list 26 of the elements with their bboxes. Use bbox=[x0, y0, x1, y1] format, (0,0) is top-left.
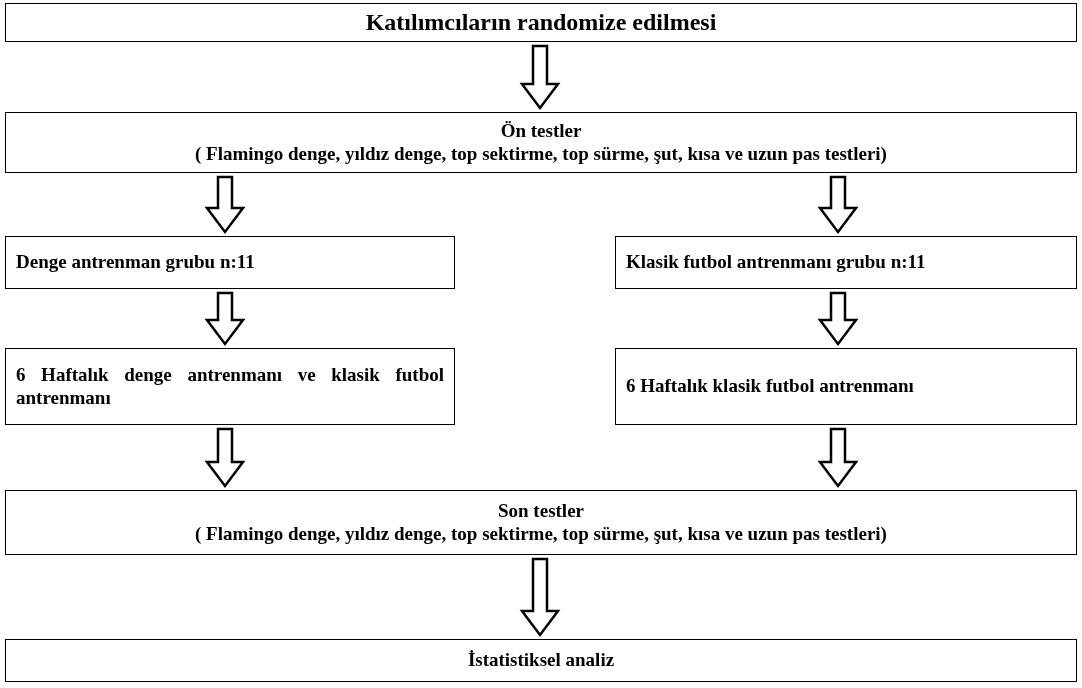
block-arrow bbox=[519, 44, 561, 111]
block-arrow bbox=[519, 557, 561, 638]
process-box bbox=[615, 348, 1077, 425]
block-arrow bbox=[817, 291, 859, 347]
box-text: ( Flamingo denge, yıldız denge, top sektirme, top sürme, şut, kısa ve uzun pas testleri) bbox=[195, 522, 887, 546]
box-text: Klasik futbol antrenmanı grubu n:11 bbox=[626, 251, 926, 274]
box-heading: Ön testler bbox=[500, 119, 582, 143]
block-arrow bbox=[204, 427, 246, 489]
block-arrow bbox=[817, 427, 859, 489]
process-box bbox=[5, 348, 455, 425]
box-text: ( Flamingo denge, yıldız denge, top sektirme, top sürme, şut, kısa ve uzun pas testleri) bbox=[195, 142, 887, 166]
process-box bbox=[615, 236, 1077, 289]
box-heading: Son testler bbox=[498, 499, 584, 523]
box-text: 6 Haftalık klasik futbol antrenmanı bbox=[626, 375, 914, 398]
box-text: İstatistiksel analiz bbox=[467, 649, 615, 672]
process-box bbox=[5, 3, 1077, 42]
process-box bbox=[5, 490, 1077, 555]
block-arrow bbox=[204, 291, 246, 347]
process-box bbox=[5, 236, 455, 289]
process-box bbox=[5, 639, 1077, 682]
block-arrow bbox=[817, 175, 859, 235]
box-text: Katılımcıların randomize edilmesi bbox=[365, 8, 717, 37]
block-arrow bbox=[204, 175, 246, 235]
box-text: 6 Haftalık denge antrenmanı ve klasik futbol antrenmanı bbox=[16, 363, 444, 410]
box-text: Denge antrenman grubu n:11 bbox=[16, 251, 255, 274]
process-box bbox=[5, 112, 1077, 173]
